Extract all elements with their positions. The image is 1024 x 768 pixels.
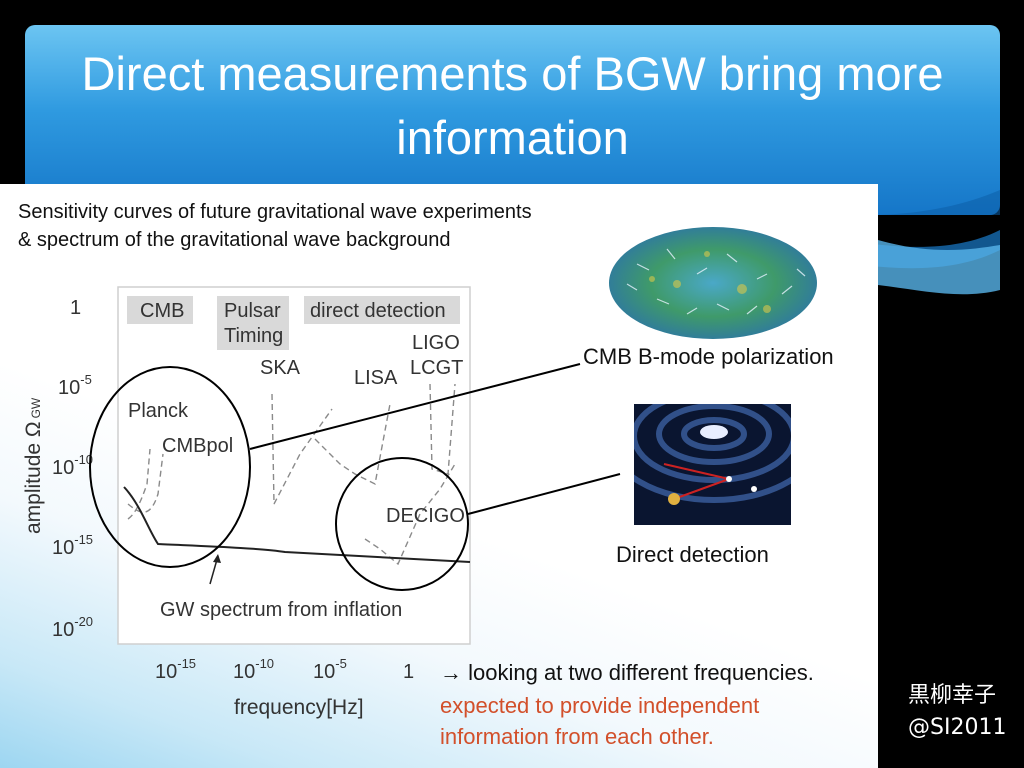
y-axis-label: amplitude ΩGW [22,397,45,534]
direct-detection-label: Direct detection [616,542,769,567]
cmb-map-image [609,227,817,339]
label-spectrum: GW spectrum from inflation [160,599,402,621]
direct-detection-image [634,404,791,525]
box-cmb [127,296,193,324]
sensitivity-curves [127,383,456,566]
box-direct-label: direct detection [310,300,446,322]
x-axis-label: frequency[Hz] [234,696,364,719]
spectrum-arrowhead [213,554,221,563]
label-lisa: LISA [354,367,398,389]
cmb-bmode-label: CMB B-mode polarization [583,344,834,369]
y-tick-3: 10-10 [52,452,93,479]
note-frequencies: → looking at two different frequencies. [440,660,814,685]
label-ligo: LIGO [412,332,460,354]
gw-spectrum-curve [123,486,471,563]
x-tick-3: 10-5 [313,656,347,683]
author-credit: 黒柳幸子 @SI2011 [908,680,1006,744]
ligo-curve [429,383,456,475]
label-cmbpol: CMBpol [162,435,233,457]
label-ska: SKA [260,357,301,379]
x-axis-ticks: 10-15 10-10 10-5 1 [155,656,414,683]
label-decigo: DECIGO [386,505,465,527]
title-bar [25,25,1000,215]
box-pulsar-label-1: Pulsar [224,300,281,322]
label-lcgt: LCGT [410,357,463,379]
cmb-connector [249,363,581,450]
slide-title: Direct measurements of BGW bring more in… [81,47,944,164]
y-tick-5: 10-20 [52,614,93,641]
y-axis-ticks: 1 10-5 10-10 10-15 10-20 [52,297,93,641]
lisa-curve [314,403,391,486]
x-tick-2: 10-10 [233,656,274,683]
sensitivity-plot: CMB Pulsar Timing direct detection 1 10-… [22,286,621,719]
figure-caption: Sensitivity curves of future gravitation… [18,198,532,254]
credit-handle: @SI2011 [908,715,1007,740]
box-pulsar [217,296,289,350]
y-tick-4: 10-15 [52,532,93,559]
cmbpol-curve [127,453,164,513]
x-tick-4: 1 [403,661,414,683]
caption-line-2: & spectrum of the gravitational wave bac… [18,229,451,251]
planck-curve [127,448,151,520]
x-tick-1: 10-15 [155,656,196,683]
credit-name: 黒柳幸子 [908,683,997,708]
direct-connector [467,473,621,515]
box-pulsar-label-2: Timing [224,325,283,347]
label-planck: Planck [128,400,189,422]
box-direct [304,296,460,324]
y-tick-1: 1 [70,297,81,319]
note-independent: expected to provide independent informat… [440,693,760,749]
decigo-curve [364,463,456,566]
box-cmb-label: CMB [140,300,184,322]
cmb-circle [89,366,251,568]
figure-panel: Sensitivity curves of future gravitation… [0,184,878,768]
caption-line-1: Sensitivity curves of future gravitation… [18,201,532,223]
y-tick-2: 10-5 [58,372,92,399]
direct-circle [335,457,469,591]
